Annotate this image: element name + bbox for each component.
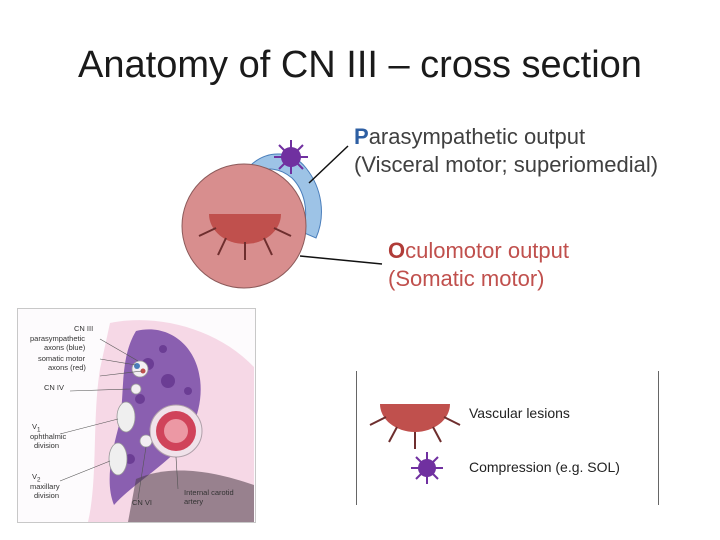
parasympathetic-subtitle: (Visceral motor; superiomedial) — [354, 152, 659, 177]
somatic-axons-label-1: somatic motor — [38, 354, 86, 363]
v2-name-2: division — [34, 491, 60, 500]
carotid-label-2: artery — [184, 497, 204, 506]
v2-name-1: maxillary — [30, 482, 60, 491]
cn4-label: CN IV — [44, 383, 65, 392]
page-title: Anatomy of CN III – cross section — [78, 44, 642, 86]
cavernous-sinus-illustration: CN III parasympathetic axons (blue) soma… — [17, 308, 256, 523]
legend-box: Vascular lesions Compression (e.g. SOL) — [356, 371, 659, 505]
v2-subscript: 2 — [37, 476, 41, 484]
v1-name-1: ophthalmic — [30, 432, 67, 441]
legend-vascular-text: Vascular lesions — [469, 405, 570, 421]
parasympathetic-label: Parasympathetic output (Visceral motor; … — [354, 123, 658, 179]
vascular-lesion-marker — [209, 214, 281, 244]
carotid-label-1: Internal carotid — [184, 488, 234, 497]
para-axons-label-2: axons (blue) — [44, 343, 86, 352]
legend-compression-text: Compression (e.g. SOL) — [469, 459, 620, 475]
legend-compression-icon — [411, 452, 443, 484]
parasympathetic-initial: P — [354, 124, 369, 149]
parasympathetic-title: arasympathetic output — [368, 124, 586, 149]
v1-label: V1 — [32, 422, 41, 435]
oculomotor-subtitle: (Somatic motor) — [388, 266, 545, 291]
oculomotor-title: culomotor output — [405, 238, 569, 263]
v2-symbol: V — [32, 472, 38, 481]
compression-marker — [274, 140, 308, 174]
cn3-label: CN III — [74, 324, 94, 333]
cn6-label: CN VI — [132, 498, 153, 507]
oculomotor-initial: O — [388, 238, 406, 263]
legend-vascular-icon — [369, 404, 461, 449]
v1-name-2: division — [34, 441, 60, 450]
vascular-lesion-rays — [198, 227, 292, 260]
v1-symbol: V — [32, 422, 38, 431]
parasympathetic-leader-line — [308, 145, 349, 184]
v2-label: V2 — [32, 472, 41, 485]
somatic-axons-label-2: axons (red) — [48, 363, 86, 372]
para-axons-label-1: parasympathetic — [30, 334, 86, 343]
oculomotor-leader-line — [299, 255, 383, 265]
v1-subscript: 1 — [37, 426, 41, 434]
oculomotor-label: Oculomotor output (Somatic motor) — [388, 237, 569, 293]
